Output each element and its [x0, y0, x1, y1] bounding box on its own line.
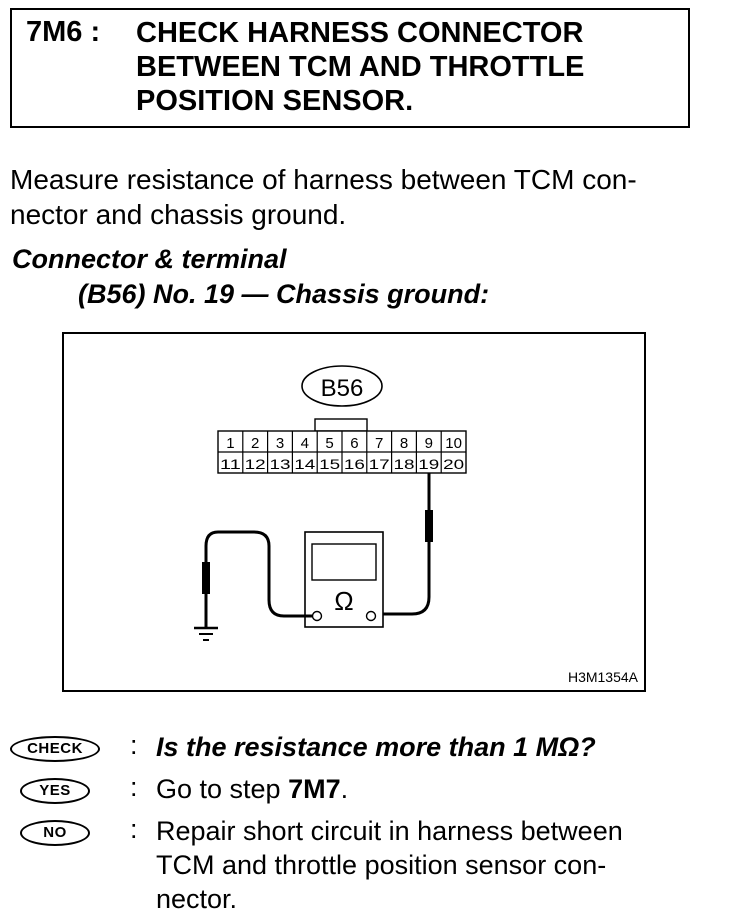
check-colon: :: [130, 730, 138, 760]
yes-prefix: Go to step: [156, 774, 289, 804]
pin-number: 8: [400, 435, 408, 452]
pin-number: 18: [394, 456, 415, 472]
connector-label: B56: [321, 375, 364, 402]
pin-number: 19: [418, 456, 439, 472]
step-title-line: POSITION SENSOR.: [136, 85, 414, 117]
meter-terminal-left: [311, 610, 323, 622]
connector-lock: [314, 418, 368, 432]
no-answer: Repair short circuit in harness between …: [156, 814, 716, 916]
instruction-text: Measure resistance of harness between TC…: [10, 162, 700, 232]
meter-display: [311, 543, 377, 581]
pin-number: 9: [425, 435, 433, 452]
connector-spec: (B56) No. 19 — Chassis ground:: [78, 279, 490, 309]
pin-number: 10: [445, 435, 462, 452]
no-answer-line: TCM and throttle position sensor con-: [156, 850, 607, 880]
figure-code: H3M1354A: [568, 669, 639, 685]
step-title-line: CHECK HARNESS CONNECTOR: [136, 17, 584, 49]
check-badge-icon: CHECK: [10, 736, 100, 762]
step-id: 7M6 :: [26, 16, 101, 48]
pin-number: 2: [251, 435, 259, 452]
pin-number: 15: [319, 456, 340, 472]
pin-number: 11: [220, 456, 241, 472]
connector-label-oval: [301, 365, 383, 407]
step-header: 7M6 : CHECK HARNESS CONNECTOR BETWEEN TC…: [10, 8, 690, 128]
no-badge-icon: NO: [20, 820, 90, 846]
pin-number: 6: [350, 435, 358, 452]
pin-number: 3: [276, 435, 284, 452]
pin-number: 13: [270, 456, 291, 472]
pin-number: 14: [294, 456, 315, 472]
pin-number: 20: [443, 456, 464, 472]
ground-wire: [204, 530, 312, 618]
pin-number: 4: [301, 435, 309, 452]
step-title-line: BETWEEN TCM AND THROTTLE: [136, 51, 585, 83]
no-colon: :: [130, 814, 138, 844]
instruction-line: nector and chassis ground.: [10, 199, 347, 230]
probe-wire-to-meter: [374, 542, 431, 616]
probe-tip-ground: [202, 562, 210, 594]
no-answer-line: Repair short circuit in harness between: [156, 816, 623, 846]
pin-number: 17: [369, 456, 390, 472]
ohm-symbol: Ω: [334, 586, 353, 616]
ohmmeter: Ω: [304, 531, 384, 628]
instruction-line: Measure resistance of harness between TC…: [10, 164, 637, 195]
yes-colon: :: [130, 772, 138, 802]
ground-symbol-icon: [194, 626, 218, 641]
pin-number: 16: [344, 456, 365, 472]
yes-badge-icon: YES: [20, 778, 90, 804]
next-step-link: 7M7: [288, 774, 341, 804]
connector-heading: Connector & terminal: [12, 244, 287, 274]
meter-terminal-right: [365, 610, 377, 622]
pin-number: 1: [226, 435, 234, 452]
pin-number: 12: [245, 456, 266, 472]
check-question: Is the resistance more than 1 MΩ?: [156, 732, 596, 762]
step-title: CHECK HARNESS CONNECTOR BETWEEN TCM AND …: [136, 16, 676, 118]
yes-suffix: .: [340, 774, 349, 804]
yes-answer: Go to step 7M7.: [156, 772, 716, 806]
probe-tip-pin19: [425, 510, 433, 542]
pin-number: 7: [375, 435, 383, 452]
pin-number: 5: [325, 435, 333, 452]
no-answer-line: nector.: [156, 884, 238, 914]
